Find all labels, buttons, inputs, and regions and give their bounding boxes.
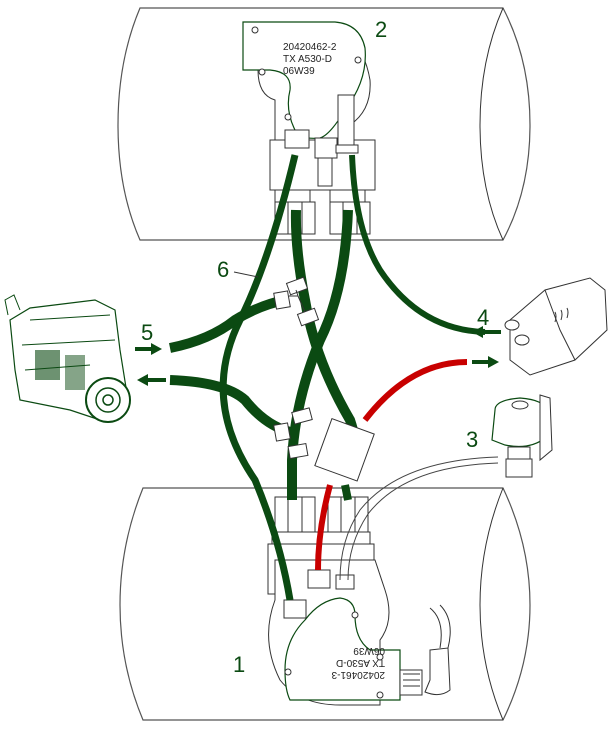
callout-6-leader [233, 271, 259, 278]
callout-3: 3 [466, 427, 478, 452]
solenoid-hose [339, 456, 499, 581]
engine-out-arrow-icon [137, 374, 166, 386]
upper-valve-date-code: 06W39 [283, 66, 315, 77]
heater-in-arrow-icon [472, 326, 501, 338]
hot-hose-lower [315, 484, 333, 571]
t-connectors [273, 276, 320, 460]
callout-4: 4 [477, 305, 489, 330]
callout-1: 1 [233, 652, 245, 677]
hot-hose [362, 359, 468, 422]
callout-6: 6 [217, 257, 229, 282]
heater-illustration [504, 277, 608, 376]
lower-valve-unit: 20420461-3 TX A530-D 06W39 [267, 496, 451, 706]
callout-2: 2 [375, 17, 387, 42]
callout-5: 5 [141, 320, 153, 345]
inline-filter [314, 418, 375, 482]
engine-in-arrow-icon [135, 343, 162, 355]
lower-valve-date-code: 06W39 [353, 645, 385, 656]
heater-out-arrow-icon [472, 356, 499, 368]
lower-valve-model: TX A530-D [336, 657, 385, 668]
upper-valve-model: TX A530-D [283, 54, 332, 65]
solenoid-valve-illustration [491, 394, 553, 478]
engine-illustration [4, 294, 131, 423]
upper-valve-part-number: 20420462-2 [283, 42, 337, 53]
lower-valve-part-number: 20420461-3 [331, 669, 385, 680]
